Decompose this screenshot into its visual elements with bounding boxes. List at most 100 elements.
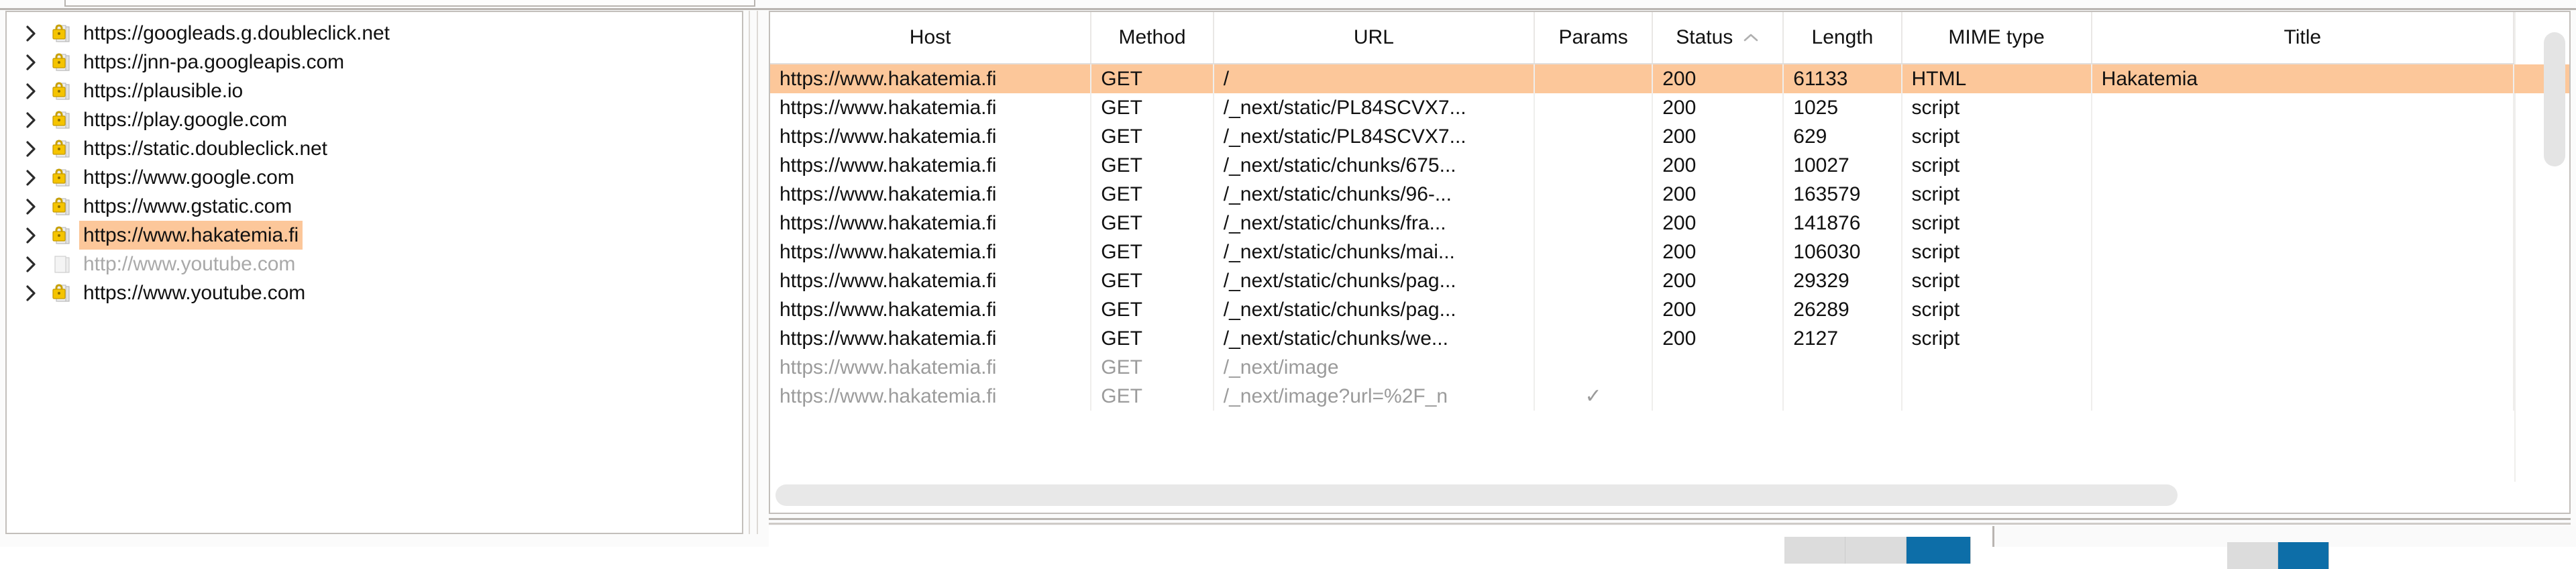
sitemap-tree-item-label: https://jnn-pa.googleapis.com xyxy=(83,51,345,73)
sitemap-tree-item[interactable]: https://static.doubleclick.net xyxy=(7,134,742,163)
sitemap-tree-item[interactable]: https://www.google.com xyxy=(7,163,742,192)
cell-host: https://www.hakatemia.fi xyxy=(770,382,1092,411)
column-header-label: Host xyxy=(909,26,951,48)
cell-method: GET xyxy=(1091,353,1214,382)
sitemap-tree-item[interactable]: https://www.gstatic.com xyxy=(7,192,742,221)
sitemap-tree-item[interactable]: https://www.youtube.com xyxy=(7,278,742,307)
pane-splitter[interactable] xyxy=(749,11,758,534)
cell-params xyxy=(1534,353,1654,382)
vertical-scrollbar-thumb[interactable] xyxy=(2544,32,2565,166)
cell-mime: script xyxy=(1901,238,2092,266)
lock-folder-icon xyxy=(52,24,70,42)
sitemap-tree-item-label: https://play.google.com xyxy=(83,109,287,131)
segment-option-2[interactable] xyxy=(1845,537,1907,564)
cell-method: GET xyxy=(1091,64,1214,93)
chevron-right-icon[interactable] xyxy=(19,255,44,274)
column-header-title[interactable]: Title xyxy=(2091,12,2515,64)
sitemap-tree-item[interactable]: https://www.hakatemia.fi xyxy=(7,221,742,250)
sitemap-tree-item-label: https://www.hakatemia.fi xyxy=(79,221,303,250)
bottom-divider-rule-upper xyxy=(769,518,2571,520)
bottom-divider-rule-lower xyxy=(769,523,2571,525)
sitemap-tree-item[interactable]: https://googleads.g.doubleclick.net xyxy=(7,19,742,48)
cell-url: /_next/static/chunks/pag... xyxy=(1213,266,1536,295)
cell-mime: script xyxy=(1901,151,2092,180)
cell-url: /_next/static/chunks/mai... xyxy=(1213,238,1536,266)
cell-title xyxy=(2091,238,2515,266)
cell-params: ✓ xyxy=(1534,382,1654,411)
sitemap-tree-item[interactable]: https://plausible.io xyxy=(7,76,742,105)
cell-status xyxy=(1652,353,1784,382)
chevron-right-icon[interactable] xyxy=(19,197,44,216)
sitemap-tree-panel[interactable]: https://googleads.g.doubleclick.net https… xyxy=(5,11,743,534)
cell-host: https://www.hakatemia.fi xyxy=(770,324,1092,353)
cell-method: GET xyxy=(1091,238,1214,266)
column-header-method[interactable]: Method xyxy=(1091,12,1214,64)
chevron-right-icon[interactable] xyxy=(19,284,44,303)
table-tail-divider xyxy=(2514,12,2516,482)
column-header-length[interactable]: Length xyxy=(1783,12,1902,64)
chevron-right-icon[interactable] xyxy=(19,53,44,72)
secondary-segmented-control[interactable] xyxy=(2227,542,2329,569)
cell-url: /_next/static/PL84SCVX7... xyxy=(1213,122,1536,151)
cell-url: /_next/static/chunks/675... xyxy=(1213,151,1536,180)
cell-method: GET xyxy=(1091,382,1214,411)
sitemap-tree-item[interactable]: https://play.google.com xyxy=(7,105,742,134)
cell-params xyxy=(1534,238,1654,266)
cell-params xyxy=(1534,64,1654,93)
column-header-status[interactable]: Status xyxy=(1652,12,1784,64)
column-header-url[interactable]: URL xyxy=(1213,12,1536,64)
cell-title xyxy=(2091,209,2515,238)
horizontal-scrollbar-thumb[interactable] xyxy=(775,484,2178,506)
segment-option-1[interactable] xyxy=(1784,537,1845,564)
sitemap-tree-item[interactable]: http://www.youtube.com xyxy=(7,250,742,278)
chevron-right-icon[interactable] xyxy=(19,82,44,101)
lock-folder-icon xyxy=(52,226,70,244)
column-header-inner: Method xyxy=(1091,26,1212,49)
sort-ascending-icon xyxy=(1743,34,1758,42)
cell-title xyxy=(2091,93,2515,122)
cell-host: https://www.hakatemia.fi xyxy=(770,266,1092,295)
cell-length: 29329 xyxy=(1783,266,1902,295)
chevron-right-icon[interactable] xyxy=(19,140,44,158)
cell-status xyxy=(1652,382,1784,411)
column-header-params[interactable]: Params xyxy=(1534,12,1654,64)
cell-status: 200 xyxy=(1652,180,1784,209)
chevron-right-icon[interactable] xyxy=(19,24,44,43)
cell-method: GET xyxy=(1091,266,1214,295)
cell-host: https://www.hakatemia.fi xyxy=(770,180,1092,209)
view-mode-segmented-control[interactable] xyxy=(1784,537,1971,564)
column-header-host[interactable]: Host xyxy=(770,12,1092,64)
segment-option-3-active[interactable] xyxy=(1907,537,1971,564)
cell-method: GET xyxy=(1091,151,1214,180)
secondary-segment-option-1[interactable] xyxy=(2227,542,2278,569)
chevron-right-icon[interactable] xyxy=(19,226,44,245)
column-header-mime[interactable]: MIME type xyxy=(1901,12,2092,64)
sort-ascending-icon[interactable] xyxy=(1742,32,1760,44)
cell-length: 1025 xyxy=(1783,93,1902,122)
lock-folder-icon xyxy=(44,282,79,305)
cell-title xyxy=(2091,353,2515,382)
cell-title xyxy=(2091,180,2515,209)
chevron-right-icon[interactable] xyxy=(19,168,44,187)
secondary-segment-option-2-active[interactable] xyxy=(2278,542,2329,569)
lock-folder-icon xyxy=(44,195,79,218)
chevron-right-icon[interactable] xyxy=(19,111,44,130)
sitemap-tree-item[interactable]: https://jnn-pa.googleapis.com xyxy=(7,48,742,76)
column-header-inner: Title xyxy=(2092,26,2513,49)
